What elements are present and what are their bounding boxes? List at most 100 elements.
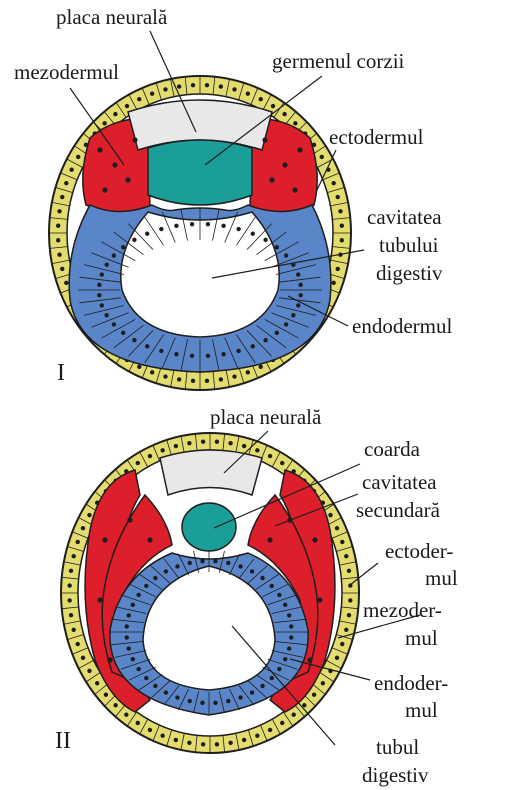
label-gut-cavity-i-line3: digestiv	[376, 261, 443, 285]
ectoderm-cell-ii-nucleus	[95, 681, 99, 685]
ectoderm-cell-i-nucleus	[164, 375, 168, 379]
ectoderm-cell-ii-nucleus	[114, 703, 118, 707]
ectoderm-cell-i-nucleus	[205, 379, 209, 383]
ectoderm-cell-ii-nucleus	[321, 681, 325, 685]
endoderm-cell-ii-nucleus	[278, 593, 282, 597]
label-neural-plate-ii: placa neurală	[210, 405, 322, 429]
ectoderm-cell-i-nucleus	[332, 181, 336, 185]
endoderm-cell-i-nucleus	[222, 352, 226, 356]
endoderm-cell-ii-nucleus	[278, 667, 282, 671]
endoderm-cell-i-nucleus	[100, 273, 104, 277]
ectoderm-cell-ii-nucleus	[188, 441, 192, 445]
mesoderm-nucleus-i	[126, 178, 130, 182]
mesoderm-nucleus-i	[133, 138, 137, 142]
endoderm-cell-ii-nucleus	[164, 691, 168, 695]
mesoderm-nucleus-ii	[318, 598, 322, 602]
endoderm-cell-ii-nucleus	[127, 614, 131, 618]
ectoderm-cell-ii-nucleus	[335, 656, 339, 660]
ectoderm-cell-i-nucleus	[259, 97, 263, 101]
endoderm-cell-ii-nucleus	[201, 559, 205, 563]
ectoderm-cell-i-nucleus	[58, 253, 62, 257]
label-endoderm-ii-line2: mul	[405, 698, 438, 722]
endoderm-cell-ii-nucleus	[137, 667, 141, 671]
ectoderm-cell-i-nucleus	[336, 195, 340, 199]
ectoderm-cell-i-nucleus	[283, 112, 287, 116]
label-endoderm-ii-line1: endoder-	[374, 671, 448, 695]
mesoderm-nucleus-i	[98, 148, 102, 152]
ectoderm-cell-ii-nucleus	[215, 743, 219, 747]
mesoderm-nucleus-ii	[128, 518, 132, 522]
label-gut-cavity-i-line1: cavitatea	[367, 205, 442, 229]
endoderm-cell-ii-nucleus	[287, 614, 291, 618]
endoderm-cell-i-nucleus	[264, 338, 268, 342]
ectoderm-cell-i-nucleus	[150, 371, 154, 375]
endoderm-cell-i-nucleus	[284, 323, 288, 327]
endoderm-cell-i-nucleus	[175, 224, 179, 228]
endoderm-cell-ii-nucleus	[226, 561, 230, 565]
ectoderm-cell-ii-nucleus	[161, 734, 165, 738]
ectoderm-cell-ii-nucleus	[340, 540, 344, 544]
endoderm-cell-ii-nucleus	[226, 699, 230, 703]
endoderm-cell-i-nucleus	[222, 224, 226, 228]
ectoderm-cell-ii-nucleus	[104, 693, 108, 697]
ectoderm-cell-ii-nucleus	[76, 642, 80, 646]
mesoderm-nucleus-i	[113, 163, 117, 167]
endoderm-cell-i-nucleus	[133, 338, 137, 342]
label-ectoderm-i: ectodermul	[329, 125, 424, 149]
mesoderm-nucleus-ii	[268, 538, 272, 542]
ectoderm-cell-i-nucleus	[58, 209, 62, 213]
ectoderm-cell-ii-nucleus	[229, 441, 233, 445]
label-gut-ii-line1: tubul	[376, 735, 419, 759]
ectoderm-cell-ii-nucleus	[201, 440, 205, 444]
endoderm-cell-ii-nucleus	[144, 676, 148, 680]
endoderm-cell-i-nucleus	[190, 354, 194, 358]
endoderm-cell-ii-nucleus	[131, 657, 135, 661]
ectoderm-cell-i-nucleus	[271, 104, 275, 108]
notochord-germ-i	[148, 140, 252, 205]
endoderm-cell-ii-nucleus	[270, 584, 274, 588]
ectoderm-cell-i-nucleus	[219, 85, 223, 89]
ectoderm-cell-i-nucleus	[177, 85, 181, 89]
figure-i-numeral: I	[57, 360, 65, 386]
ectoderm-cell-ii-nucleus	[81, 526, 85, 530]
ectoderm-cell-i-nucleus	[340, 238, 344, 242]
ectoderm-cell-ii-nucleus	[242, 444, 246, 448]
mesoderm-nucleus-i	[283, 163, 287, 167]
label-mesoderm-ii-line1: mezoder-	[363, 598, 442, 622]
ectoderm-cell-i-nucleus	[103, 122, 107, 126]
ectoderm-cell-ii-nucleus	[335, 526, 339, 530]
ectoderm-cell-i-nucleus	[60, 195, 64, 199]
label-neural-plate-i: placa neurală	[56, 5, 168, 29]
endoderm-cell-i-nucleus	[160, 227, 164, 231]
endoderm-cell-i-nucleus	[145, 232, 149, 236]
ectoderm-cell-i-nucleus	[233, 88, 237, 92]
endoderm-cell-ii-nucleus	[154, 684, 158, 688]
endoderm-cell-i-nucleus	[299, 293, 303, 297]
ectoderm-cell-ii-nucleus	[72, 628, 76, 632]
mesoderm-nucleus-ii	[98, 598, 102, 602]
ectoderm-cell-i-nucleus	[76, 155, 80, 159]
label-coelom-ii-line1: cavitatea	[362, 470, 437, 494]
ectoderm-cell-ii-nucleus	[81, 656, 85, 660]
ectoderm-cell-ii-nucleus	[136, 461, 140, 465]
mesoderm-nucleus-i	[298, 148, 302, 152]
endoderm-cell-i-nucleus	[133, 238, 137, 242]
endoderm-cell-ii-nucleus	[239, 696, 243, 700]
endoderm-cell-ii-nucleus	[261, 684, 265, 688]
ectoderm-cell-ii-nucleus	[229, 741, 233, 745]
ectoderm-cell-i-nucleus	[70, 168, 74, 172]
endoderm-cell-i-nucleus	[98, 293, 102, 297]
ectoderm-cell-ii-nucleus	[125, 713, 129, 717]
endoderm-cell-i-nucleus	[105, 263, 109, 267]
endoderm-cell-i-nucleus	[112, 254, 116, 258]
ectoderm-cell-ii-nucleus	[280, 721, 284, 725]
ectoderm-cell-ii-nucleus	[344, 554, 348, 558]
endoderm-cell-ii-nucleus	[283, 657, 287, 661]
endoderm-cell-ii-nucleus	[289, 625, 293, 629]
ectoderm-cell-ii-nucleus	[215, 440, 219, 444]
ectoderm-cell-i-nucleus	[137, 97, 141, 101]
label-notochord-ii: coarda	[364, 437, 421, 461]
ectoderm-cell-ii-nucleus	[256, 449, 260, 453]
ectoderm-cell-ii-nucleus	[188, 741, 192, 745]
figure-ii: II placa neurală coarda cavitatea secund…	[55, 405, 458, 787]
